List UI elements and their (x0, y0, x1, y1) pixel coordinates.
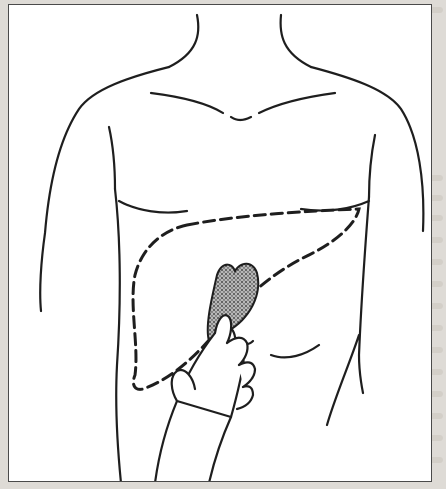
left-shoulder-arm (40, 67, 169, 311)
forearm-right-edge (209, 417, 231, 482)
sternal-notch (231, 117, 251, 120)
neck-right-outline (281, 15, 311, 67)
left-clavicle (151, 93, 223, 113)
neck-left-outline (169, 15, 198, 67)
finger-3 (239, 362, 255, 387)
right-waist (327, 335, 359, 425)
right-clavicle (259, 93, 335, 113)
lower-abdomen-line (271, 345, 319, 357)
left-pectoral-line (119, 201, 187, 213)
left-armpit-line (109, 127, 115, 189)
forearm-left-edge (155, 401, 177, 482)
torso-illustration (9, 5, 432, 482)
finger-4 (237, 386, 253, 409)
left-flank (115, 189, 121, 482)
diagram-panel (8, 4, 432, 482)
right-armpit-line (369, 135, 375, 197)
right-flank (359, 197, 369, 393)
